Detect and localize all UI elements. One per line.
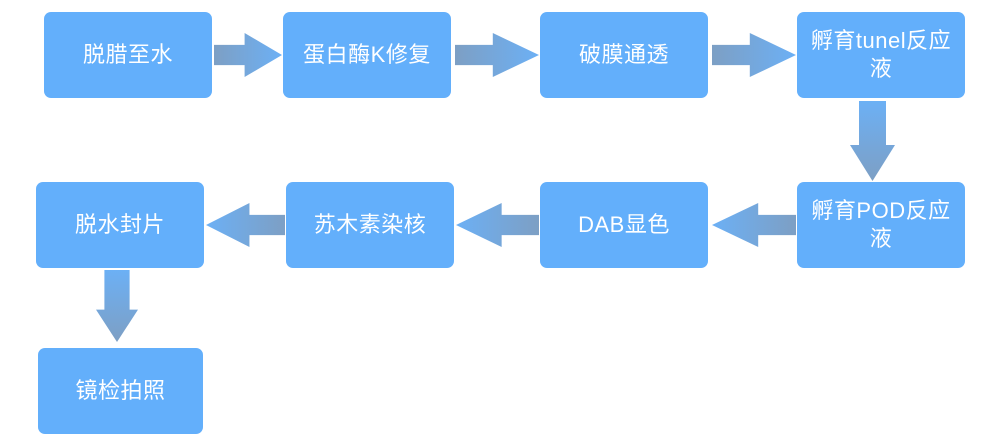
flow-node-label: DAB显色 xyxy=(578,211,670,237)
arrow-shape xyxy=(455,33,539,77)
arrow-shape xyxy=(456,203,539,247)
flow-node-n8[interactable]: 脱水封片 xyxy=(36,182,204,268)
arrow-shape xyxy=(214,33,282,77)
flow-node-label: 镜检拍照 xyxy=(75,377,166,403)
flow-arrow-down xyxy=(850,101,895,181)
flow-node-n5[interactable]: 孵育POD反应液 xyxy=(797,182,965,268)
flow-arrow-right xyxy=(455,33,539,77)
flow-node-n4[interactable]: 孵育tunel反应液 xyxy=(797,12,965,98)
arrow-shape xyxy=(96,270,138,342)
flow-node-label: 破膜通透 xyxy=(578,41,669,67)
flow-arrow-left xyxy=(456,203,539,247)
arrow-shape xyxy=(206,203,285,247)
flow-node-n6[interactable]: DAB显色 xyxy=(540,182,708,268)
arrow-shape xyxy=(712,33,796,77)
flow-node-n9[interactable]: 镜检拍照 xyxy=(38,348,203,434)
flow-node-label: 苏木素染核 xyxy=(313,211,427,237)
flow-node-n2[interactable]: 蛋白酶K修复 xyxy=(283,12,451,98)
flow-node-label: 脱水封片 xyxy=(74,211,165,237)
flow-arrow-left xyxy=(712,203,796,247)
arrow-shape xyxy=(712,203,796,247)
flow-node-n1[interactable]: 脱腊至水 xyxy=(44,12,212,98)
flow-node-label: 蛋白酶K修复 xyxy=(303,41,431,67)
flow-arrow-right xyxy=(214,33,282,77)
flow-arrow-left xyxy=(206,203,285,247)
flow-arrow-down xyxy=(96,270,138,342)
flow-arrow-right xyxy=(712,33,796,77)
flow-node-n3[interactable]: 破膜通透 xyxy=(540,12,708,98)
flow-node-n7[interactable]: 苏木素染核 xyxy=(286,182,454,268)
flow-node-label: 孵育tunel反应液 xyxy=(810,27,952,81)
arrow-shape xyxy=(850,101,895,181)
flow-node-label: 孵育POD反应液 xyxy=(811,197,951,251)
flow-node-label: 脱腊至水 xyxy=(82,41,173,67)
